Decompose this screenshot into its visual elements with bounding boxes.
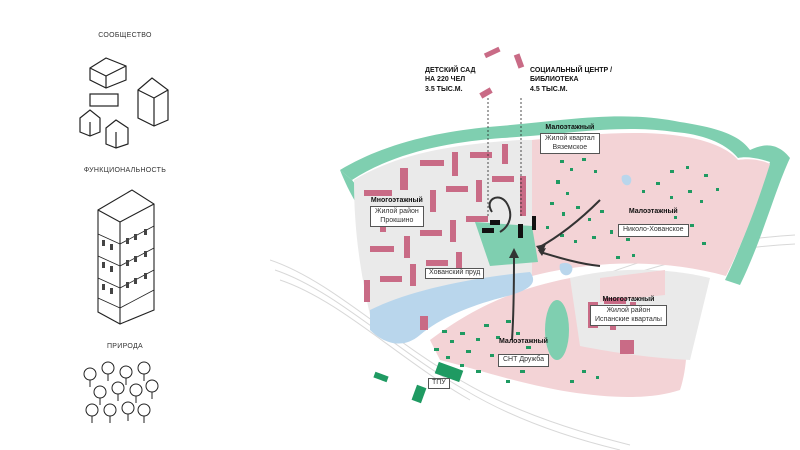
social-center-line-2: БИБЛИОТЕКА bbox=[530, 76, 579, 84]
social-center-line-1: СОЦИАЛЬНЫЙ ЦЕНТР / bbox=[530, 67, 613, 74]
kindergarten-line-3: 3.5 ТЫС.М. bbox=[425, 85, 463, 93]
high-rise-building-icon bbox=[92, 182, 162, 327]
district-name-line: Жилой район bbox=[375, 207, 419, 215]
pond-label: Хованский пруд bbox=[425, 268, 485, 279]
legend-nature-label: ПРИРОДА bbox=[106, 343, 144, 350]
district-druzhba: Малоэтажный СНТ Дружба bbox=[498, 338, 549, 367]
district-name-line: Испанские кварталы bbox=[595, 315, 662, 323]
legend-functionality-label: ФУНКЦИОНАЛЬНОСТЬ bbox=[83, 167, 167, 174]
district-ispanskie: Многоэтажный Жилой район Испанские кварт… bbox=[590, 296, 667, 327]
kindergarten-line-1: ДЕТСКИЙ САД bbox=[425, 67, 476, 74]
social-center-line-3: 4.5 ТЫС.М. bbox=[530, 85, 568, 93]
social-center-callout: СОЦИАЛЬНЫЙ ЦЕНТР / БИБЛИОТЕКА 4.5 ТЫС.М. bbox=[530, 66, 612, 94]
community-houses-icon bbox=[72, 50, 182, 150]
district-name-line: Прокшино bbox=[380, 216, 414, 224]
district-type: Малоэтажный bbox=[628, 208, 678, 215]
district-nikolo: Малоэтажный Николо-Хованское bbox=[618, 208, 689, 237]
district-type: Многоэтажный bbox=[602, 296, 655, 303]
district-name-line: Николо-Хованское bbox=[623, 225, 684, 233]
district-name-box: Жилой район Прокшино bbox=[370, 205, 424, 228]
district-name-box: Жилой район Испанские кварталы bbox=[590, 304, 667, 327]
district-name-box: Николо-Хованское bbox=[618, 223, 689, 237]
district-prokshino: Многоэтажный Жилой район Прокшино bbox=[370, 197, 424, 228]
district-type: Многоэтажный bbox=[370, 197, 423, 204]
district-type: Малоэтажный bbox=[545, 124, 595, 131]
trees-icon bbox=[78, 360, 168, 435]
district-type: Малоэтажный bbox=[499, 338, 548, 345]
district-name-box: Жилой квартал Вяземское bbox=[540, 132, 600, 155]
district-name-line: Вяземское bbox=[552, 143, 588, 151]
district-vyazemskoe: Малоэтажный Жилой квартал Вяземское bbox=[540, 124, 600, 155]
district-name-line: Жилой квартал bbox=[545, 134, 595, 142]
tpu-label: ТПУ bbox=[428, 378, 450, 389]
district-name-line: Жилой район bbox=[606, 306, 651, 314]
kindergarten-callout: ДЕТСКИЙ САД НА 220 ЧЕЛ 3.5 ТЫС.М. bbox=[425, 66, 475, 94]
site-map bbox=[270, 40, 800, 450]
district-name-box: СНТ Дружба bbox=[498, 353, 549, 367]
district-name-line: СНТ Дружба bbox=[503, 355, 544, 363]
legend-community-label: СООБЩЕСТВО bbox=[98, 32, 152, 39]
kindergarten-line-2: НА 220 ЧЕЛ bbox=[425, 76, 466, 84]
